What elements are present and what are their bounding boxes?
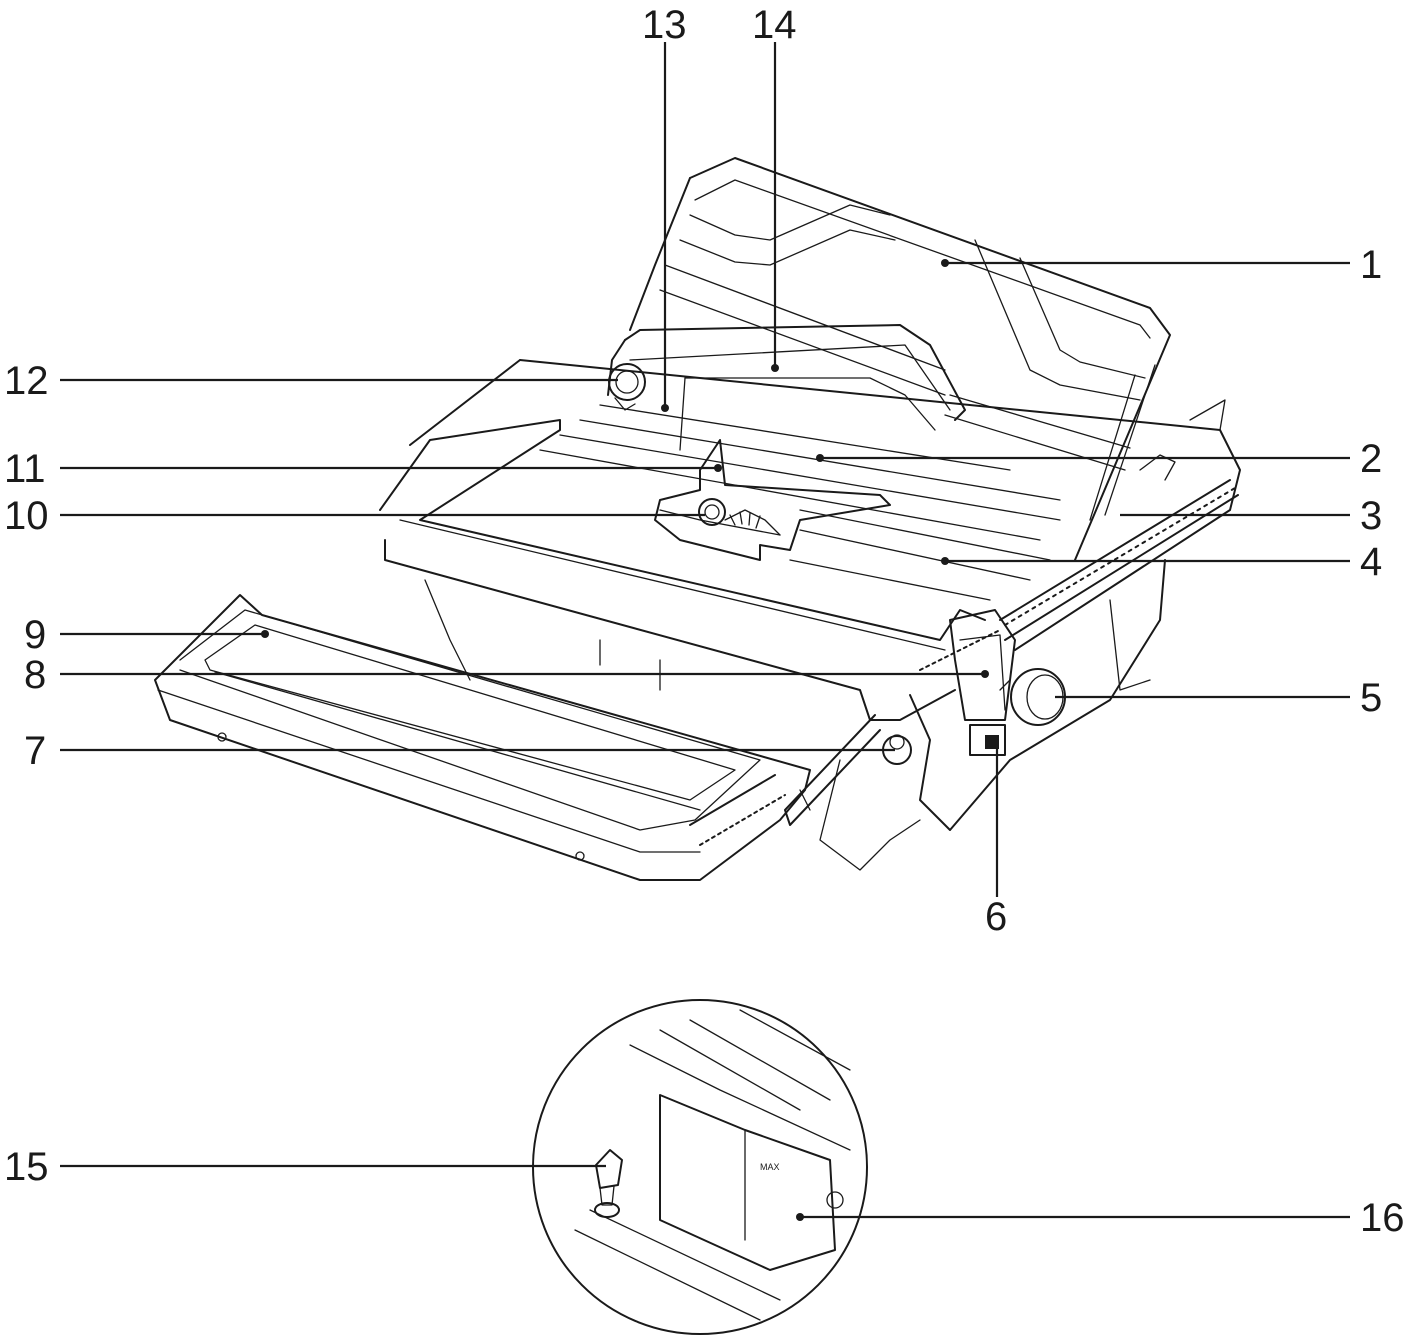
- detail-view: MAX: [532, 999, 868, 1335]
- callout-4: 4: [1360, 540, 1382, 584]
- callout-10: 10: [4, 494, 49, 538]
- callout-6: 6: [985, 895, 1007, 939]
- callout-13: 13: [642, 3, 687, 47]
- callout-15: 15: [4, 1145, 49, 1189]
- saw-base: [379, 419, 1166, 871]
- motor-housing: [607, 324, 966, 451]
- rip-guide: [949, 609, 1016, 721]
- callout-16: 16: [1360, 1196, 1405, 1240]
- callout-5: 5: [1360, 676, 1382, 720]
- callout-numbers: 1 2 3 4 5 6 7 8 9 10 11 12 13 14 15 16: [4, 3, 1405, 1240]
- drain-plug: [594, 1149, 623, 1218]
- max-mark: MAX: [760, 1162, 780, 1172]
- sliding-table: [154, 594, 811, 881]
- callout-7: 7: [24, 729, 46, 773]
- callout-1: 1: [1360, 243, 1382, 287]
- table-lock-knob: [784, 714, 912, 826]
- callout-12: 12: [4, 359, 49, 403]
- tile-saw-illustration: [154, 157, 1241, 881]
- callout-9: 9: [24, 613, 46, 657]
- callout-11: 11: [4, 447, 46, 491]
- work-table: [409, 359, 1241, 651]
- callout-2: 2: [1360, 437, 1382, 481]
- blade-guard: [629, 157, 1171, 561]
- leader-lines: [60, 42, 1350, 1221]
- callout-14: 14: [752, 3, 797, 47]
- callout-8: 8: [24, 653, 46, 697]
- callout-3: 3: [1360, 494, 1382, 538]
- power-switch: [969, 724, 1006, 756]
- detail-reservoir: MAX: [574, 1009, 851, 1321]
- miter-guide: [654, 439, 891, 561]
